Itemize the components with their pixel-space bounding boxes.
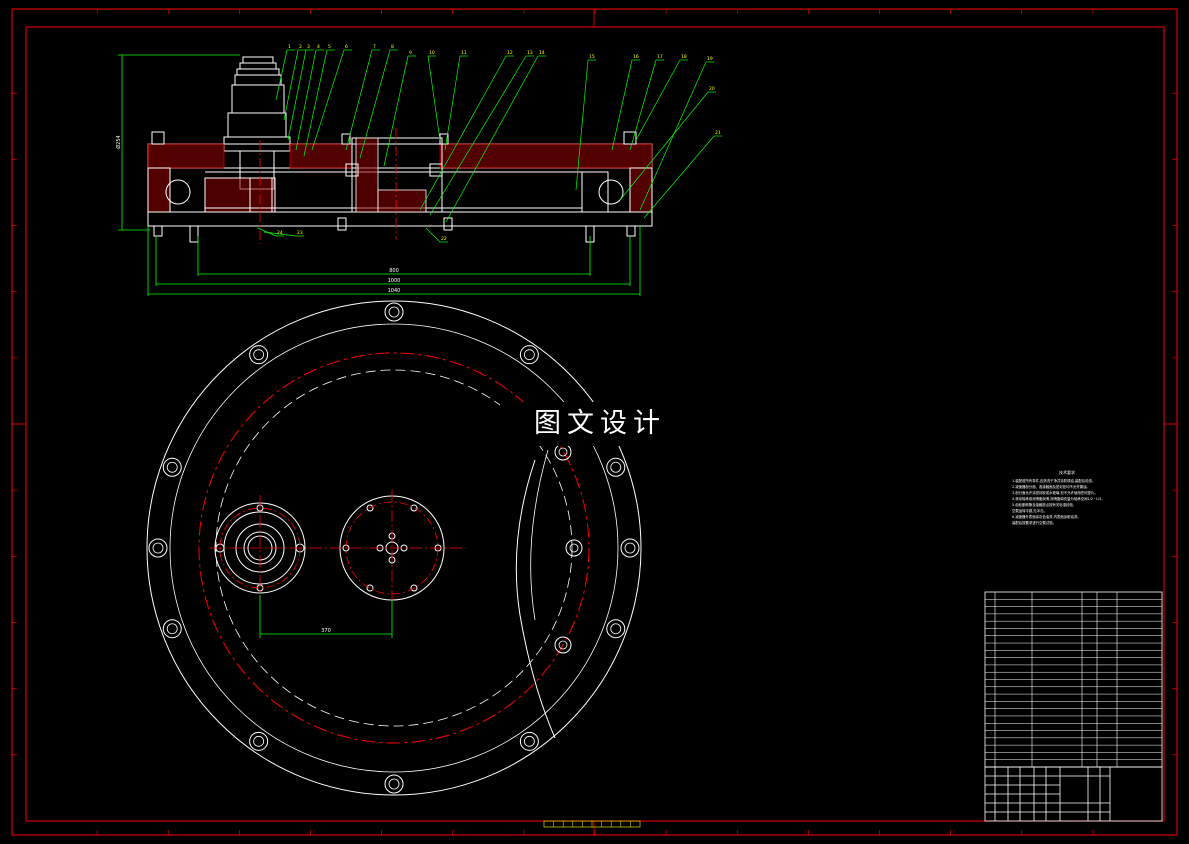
requirement-line-8: 装配后按要求进行空载试验。 <box>1012 521 1057 525</box>
requirement-line-2: 2.减速器剖分面、各接触面及密封处均不允许漏油。 <box>1012 485 1090 489</box>
dim-span-inner: 800 <box>389 268 399 274</box>
watermark-text: 图文设计 <box>500 402 700 446</box>
bolt-hole <box>384 774 404 794</box>
part-number-5: 5 <box>328 44 331 50</box>
plan-view: 370 <box>146 300 642 796</box>
part-number-3: 3 <box>307 44 310 50</box>
bolt-hole <box>606 619 626 639</box>
technical-requirements: 技术要求 1.装配前所有零件,应清洗干净并涂防锈油,装配后检查。 2.减速器剖分… <box>1012 470 1122 526</box>
requirement-line-3: 3.剖分面允许涂密封胶或水玻璃,但不允许使用任何垫片。 <box>1012 491 1098 495</box>
requirement-line-5: 5.齿轮副侧隙及接触斑点按有关标准检验, <box>1012 503 1074 507</box>
part-number-16: 16 <box>633 54 639 60</box>
part-number-6: 6 <box>345 44 348 50</box>
part-number-7: 7 <box>373 44 376 50</box>
bolt-hole <box>249 345 269 365</box>
part-number-21: 21 <box>715 130 721 136</box>
dim-span-mid: 1000 <box>388 278 401 284</box>
bolt-hole <box>162 619 182 639</box>
part-number-9: 9 <box>409 50 412 56</box>
bolt-hole <box>620 538 640 558</box>
bolt-hole <box>554 443 572 461</box>
requirement-line-1: 1.装配前所有零件,应清洗干净并涂防锈油,装配后检查。 <box>1012 479 1096 483</box>
bolt-hole <box>162 457 182 477</box>
part-number-1: 1 <box>288 44 291 50</box>
bolt-hole <box>519 731 539 751</box>
bolt-hole <box>148 538 168 558</box>
bolt-hole <box>519 345 539 365</box>
title-block <box>984 766 1163 822</box>
dim-center-distance: 370 <box>321 628 331 634</box>
requirement-line-7: 6.减速器外表面涂灰色油漆,内表面涂耐油漆。 <box>1012 515 1081 519</box>
requirement-line-6: 空载运转平稳,无冲击。 <box>1012 509 1047 513</box>
part-number-4: 4 <box>317 44 320 50</box>
requirement-line-4: 4.滚动轴承用润滑脂润滑,润滑脂填充量为轴承空间1/2~1/3。 <box>1012 497 1105 501</box>
part-number-10: 10 <box>429 50 435 56</box>
part-number-23: 23 <box>297 230 303 236</box>
part-number-15: 15 <box>589 54 595 60</box>
dimension-lines <box>118 54 641 296</box>
dim-height: Ø254 <box>115 135 122 148</box>
bolt-hole <box>384 302 404 322</box>
technical-requirements-title: 技术要求 <box>1059 470 1075 475</box>
part-number-17: 17 <box>657 54 663 60</box>
dim-span-outer: 1040 <box>388 288 401 294</box>
part-number-14: 14 <box>539 50 545 56</box>
bolt-hole <box>249 731 269 751</box>
part-number-8: 8 <box>391 44 394 50</box>
part-number-12: 12 <box>507 50 513 56</box>
bolt-holes <box>148 302 640 794</box>
bolt-hole <box>606 457 626 477</box>
part-number-19: 19 <box>707 56 713 62</box>
part-number-24: 24 <box>277 230 283 236</box>
scale-ruler <box>553 821 631 827</box>
part-number-2: 2 <box>299 44 302 50</box>
zone-ticks <box>12 9 1177 835</box>
motor <box>223 56 291 190</box>
bolt-hole <box>565 539 583 557</box>
part-number-13: 13 <box>527 50 533 56</box>
sheet-frame <box>11 8 1178 836</box>
bolt-hole <box>554 636 572 654</box>
part-number-22: 22 <box>441 236 447 242</box>
part-number-11: 11 <box>461 50 467 56</box>
part-number-18: 18 <box>681 54 687 60</box>
bill-of-materials <box>984 591 1163 768</box>
part-number-20: 20 <box>709 86 715 92</box>
